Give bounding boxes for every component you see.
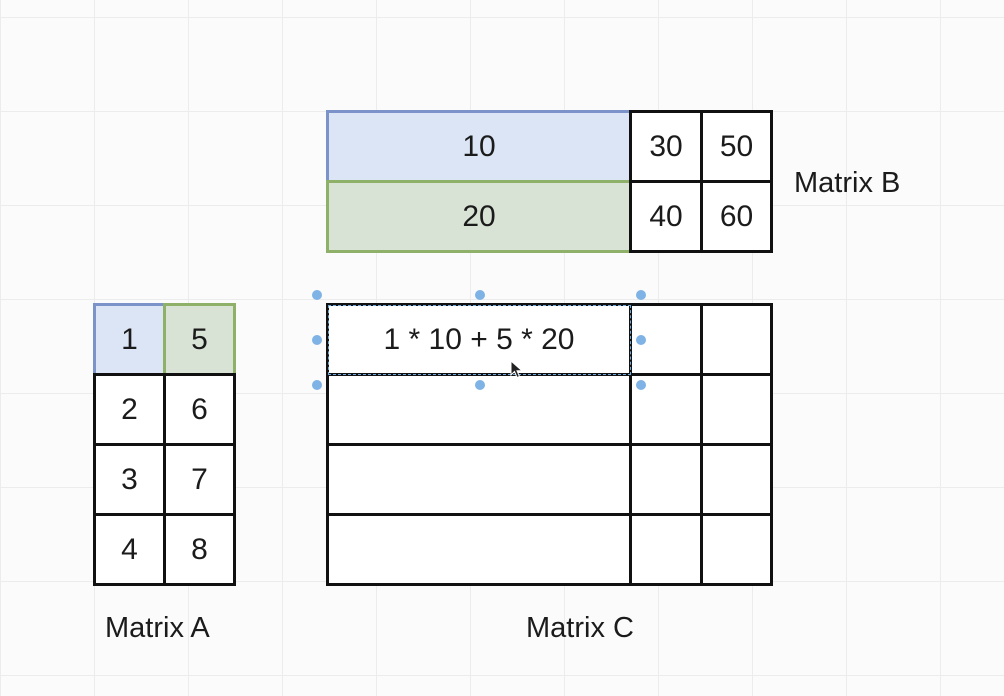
matrix-c-cell[interactable] — [629, 443, 703, 516]
matrix-a-cell[interactable]: 5 — [163, 303, 236, 376]
matrix-b-cell[interactable]: 10 — [326, 110, 632, 183]
resize-handle[interactable] — [475, 290, 485, 300]
resize-handle[interactable] — [475, 380, 485, 390]
matrix-b-cell[interactable]: 40 — [629, 180, 703, 253]
matrix-a-cell[interactable]: 4 — [93, 513, 166, 586]
matrix-b-label: Matrix B — [794, 167, 901, 199]
matrix-c-cell[interactable] — [700, 373, 773, 446]
matrix-b-cell[interactable]: 60 — [700, 180, 773, 253]
matrix-a-cell[interactable]: 3 — [93, 443, 166, 516]
matrix-a-cell[interactable]: 7 — [163, 443, 236, 516]
matrix-a-cell[interactable]: 8 — [163, 513, 236, 586]
matrix-c-cell[interactable] — [629, 513, 703, 586]
matrix-b-cell[interactable]: 20 — [326, 180, 632, 253]
mouse-pointer-icon — [510, 360, 524, 379]
resize-handle[interactable] — [312, 335, 322, 345]
resize-handle[interactable] — [312, 290, 322, 300]
matrix-c-cell[interactable] — [700, 513, 773, 586]
matrix-b-cell[interactable]: 30 — [629, 110, 703, 183]
matrix-a-cell[interactable]: 6 — [163, 373, 236, 446]
matrix-a-cell[interactable]: 2 — [93, 373, 166, 446]
matrix-c-selected-cell[interactable]: 1 * 10 + 5 * 20 — [326, 303, 632, 376]
matrix-c-cell[interactable] — [326, 443, 632, 516]
matrix-c-cell[interactable] — [326, 513, 632, 586]
resize-handle[interactable] — [636, 380, 646, 390]
resize-handle[interactable] — [636, 335, 646, 345]
matrix-b-cell[interactable]: 50 — [700, 110, 773, 183]
matrix-a-cell[interactable]: 1 — [93, 303, 166, 376]
matrix-c-cell[interactable] — [700, 303, 773, 376]
matrix-a-label: Matrix A — [105, 612, 210, 644]
matrix-c-cell[interactable] — [700, 443, 773, 516]
resize-handle[interactable] — [636, 290, 646, 300]
matrix-c-label: Matrix C — [526, 612, 634, 644]
resize-handle[interactable] — [312, 380, 322, 390]
